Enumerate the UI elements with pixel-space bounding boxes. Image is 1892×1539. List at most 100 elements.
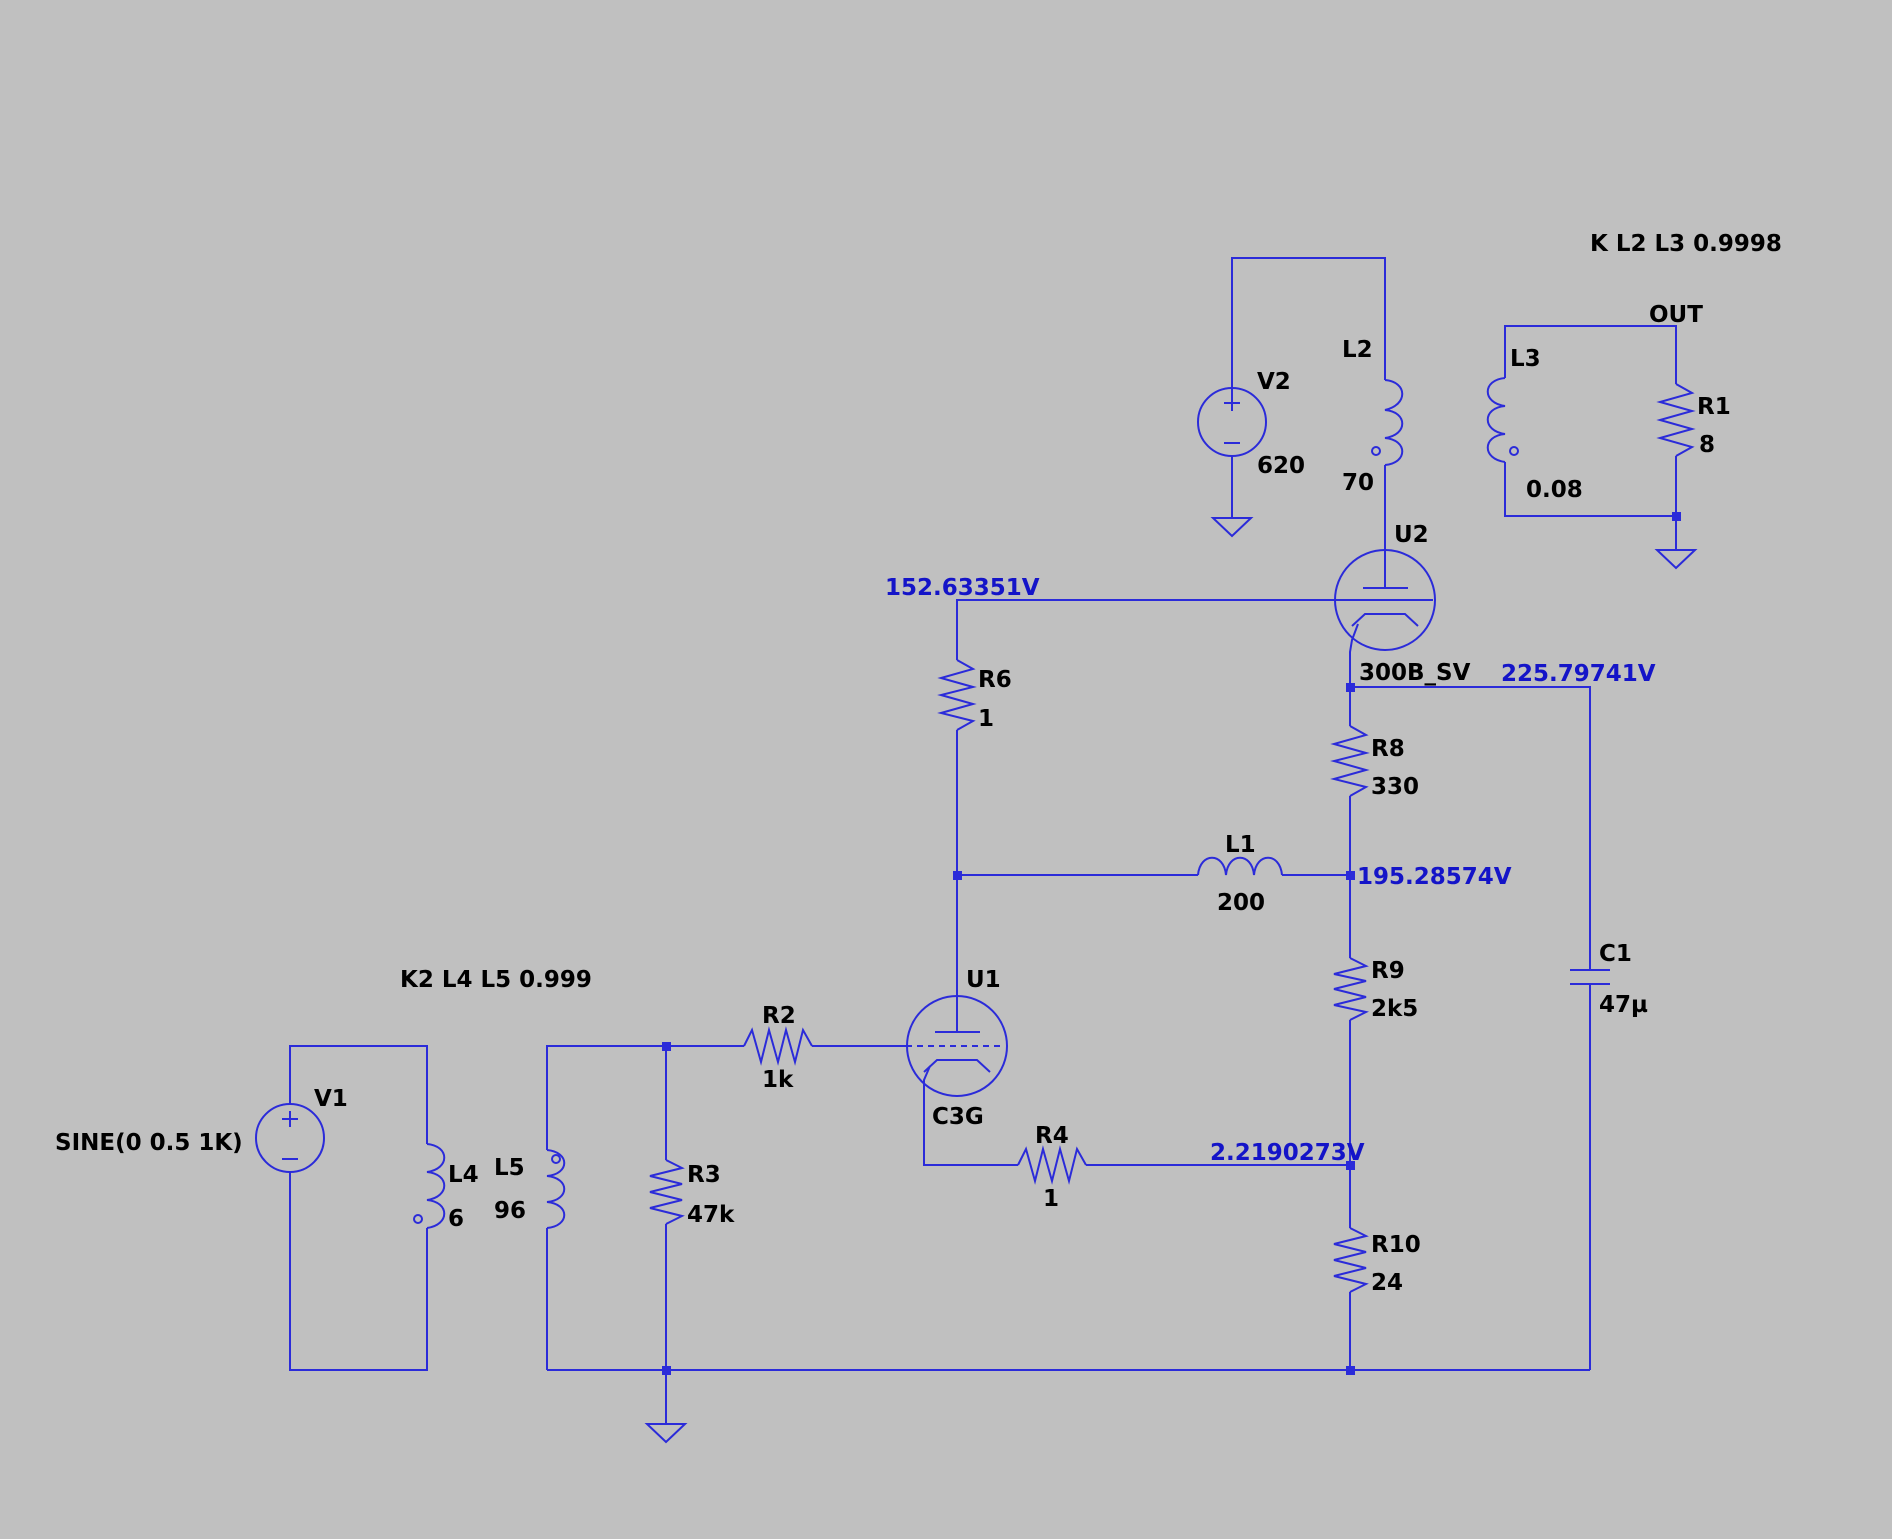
capacitor-c1[interactable] <box>1570 969 1610 985</box>
u2-value: 300B_SV <box>1359 660 1471 686</box>
l5-value: 96 <box>494 1198 526 1224</box>
r4-name: R4 <box>1035 1123 1069 1149</box>
junction-dot <box>662 1042 671 1051</box>
node-voltage-u2-cathode[interactable]: 225.79741V <box>1501 661 1656 687</box>
resistor-r8[interactable] <box>1330 725 1370 797</box>
wire-c1-top[interactable] <box>1350 686 1591 970</box>
r8-name: R8 <box>1371 736 1405 762</box>
phase-dot-icon <box>551 1154 561 1164</box>
r9-value: 2k5 <box>1371 996 1418 1022</box>
phase-dot-icon <box>1509 446 1519 456</box>
wire-v1-bottom[interactable] <box>289 1172 428 1371</box>
inductor-l2[interactable] <box>1371 379 1404 466</box>
node-voltage-labels: 152.63351V 225.79741V 195.28574V 2.21902… <box>885 575 1656 1166</box>
directive-k2[interactable]: K2 L4 L5 0.999 <box>400 967 592 993</box>
l4-value: 6 <box>448 1206 464 1232</box>
wires <box>289 257 1677 1424</box>
l5-name: L5 <box>494 1155 525 1181</box>
inductor-l5[interactable] <box>546 1149 566 1229</box>
r10-value: 24 <box>1371 1270 1403 1296</box>
tube-cathode-icon <box>923 1059 991 1073</box>
resistor-r9[interactable] <box>1333 957 1369 1021</box>
c1-name: C1 <box>1599 941 1632 967</box>
inductor-coil-icon <box>426 1143 446 1229</box>
v2-value: 620 <box>1257 453 1305 479</box>
ground-symbols <box>644 517 1698 1444</box>
wire-v2-top[interactable] <box>1231 257 1386 402</box>
net-label-out[interactable]: OUT <box>1649 302 1703 328</box>
component-labels: K L2 L3 0.9998 K2 L4 L5 0.999 OUT V2 620… <box>55 231 1782 1296</box>
resistor-zigzag-icon <box>1333 957 1369 1021</box>
r6-value: 1 <box>978 706 994 732</box>
wire-v1-top[interactable] <box>289 1045 428 1144</box>
node-voltage-l1-right[interactable]: 195.28574V <box>1357 864 1512 890</box>
junction-dot <box>1346 871 1355 880</box>
voltage-source-v2[interactable] <box>1197 387 1267 457</box>
c1-value: 47µ <box>1599 992 1648 1018</box>
junction-dot <box>1672 512 1681 521</box>
resistor-r4[interactable] <box>1017 1145 1087 1185</box>
ground-icon[interactable] <box>1654 549 1698 570</box>
inductor-l4[interactable] <box>413 1143 446 1229</box>
vacuum-tube-icon <box>1334 549 1436 651</box>
ground-icon[interactable] <box>644 1423 688 1444</box>
node-voltage-r4-right[interactable]: 2.2190273V <box>1210 1140 1365 1166</box>
r2-value: 1k <box>762 1067 794 1093</box>
resistor-zigzag-icon <box>743 1026 813 1066</box>
tube-cathode-icon <box>1351 613 1419 627</box>
resistor-r2[interactable] <box>743 1026 813 1066</box>
v1-value: SINE(0 0.5 1K) <box>55 1130 243 1156</box>
u1-value: C3G <box>932 1104 984 1130</box>
triode-u1[interactable] <box>906 995 1008 1097</box>
phase-dot-icon <box>413 1214 423 1224</box>
junctions <box>662 512 1681 1375</box>
resistor-zigzag-icon <box>649 1159 685 1225</box>
junction-dot <box>1346 1161 1355 1170</box>
wire-u2-grid[interactable] <box>956 599 1433 660</box>
node-voltage-u2-grid[interactable]: 152.63351V <box>885 575 1040 601</box>
resistor-zigzag-icon <box>1330 725 1370 797</box>
r1-name: R1 <box>1697 394 1731 420</box>
junction-dot <box>1346 683 1355 692</box>
r1-value: 8 <box>1699 432 1715 458</box>
inductor-coil-icon <box>1384 379 1404 466</box>
voltage-source-v1[interactable] <box>255 1103 325 1173</box>
r4-value: 1 <box>1043 1186 1059 1212</box>
inductor-l1[interactable] <box>1197 856 1283 876</box>
junction-dot <box>1346 1366 1355 1375</box>
wire-u1-cathode[interactable] <box>923 1065 1018 1166</box>
phase-dot-icon <box>1371 446 1381 456</box>
ground-icon[interactable] <box>1210 517 1254 538</box>
triode-u2[interactable] <box>1334 549 1436 651</box>
resistor-r6[interactable] <box>937 659 977 731</box>
junction-dot <box>953 871 962 880</box>
resistor-zigzag-icon <box>1333 1227 1369 1293</box>
inductor-coil-icon <box>1197 856 1283 876</box>
inductor-coil-icon <box>546 1149 566 1229</box>
l2-name: L2 <box>1342 337 1373 363</box>
l4-name: L4 <box>448 1162 479 1188</box>
v1-name: V1 <box>314 1086 348 1112</box>
inductor-l3[interactable] <box>1486 377 1519 463</box>
r9-name: R9 <box>1371 958 1405 984</box>
resistor-r3[interactable] <box>649 1159 685 1225</box>
resistor-r1[interactable] <box>1656 383 1696 457</box>
resistor-r10[interactable] <box>1333 1227 1369 1293</box>
resistor-zigzag-icon <box>937 659 977 731</box>
r3-value: 47k <box>687 1202 735 1228</box>
directive-k1[interactable]: K L2 L3 0.9998 <box>1590 231 1782 257</box>
r10-name: R10 <box>1371 1232 1421 1258</box>
junction-dot <box>662 1366 671 1375</box>
u2-name: U2 <box>1394 522 1429 548</box>
wire-l5-top[interactable] <box>546 1045 744 1150</box>
resistor-zigzag-icon <box>1017 1145 1087 1185</box>
wire-out-net[interactable] <box>1504 325 1677 384</box>
l3-name: L3 <box>1510 346 1541 372</box>
v2-name: V2 <box>1257 369 1291 395</box>
inductor-coil-icon <box>1486 377 1506 463</box>
voltage-source-icon <box>1197 387 1267 457</box>
wire-l3-r1-bottom[interactable] <box>1504 456 1677 517</box>
l1-value: 200 <box>1217 890 1265 916</box>
l3-value: 0.08 <box>1526 477 1583 503</box>
